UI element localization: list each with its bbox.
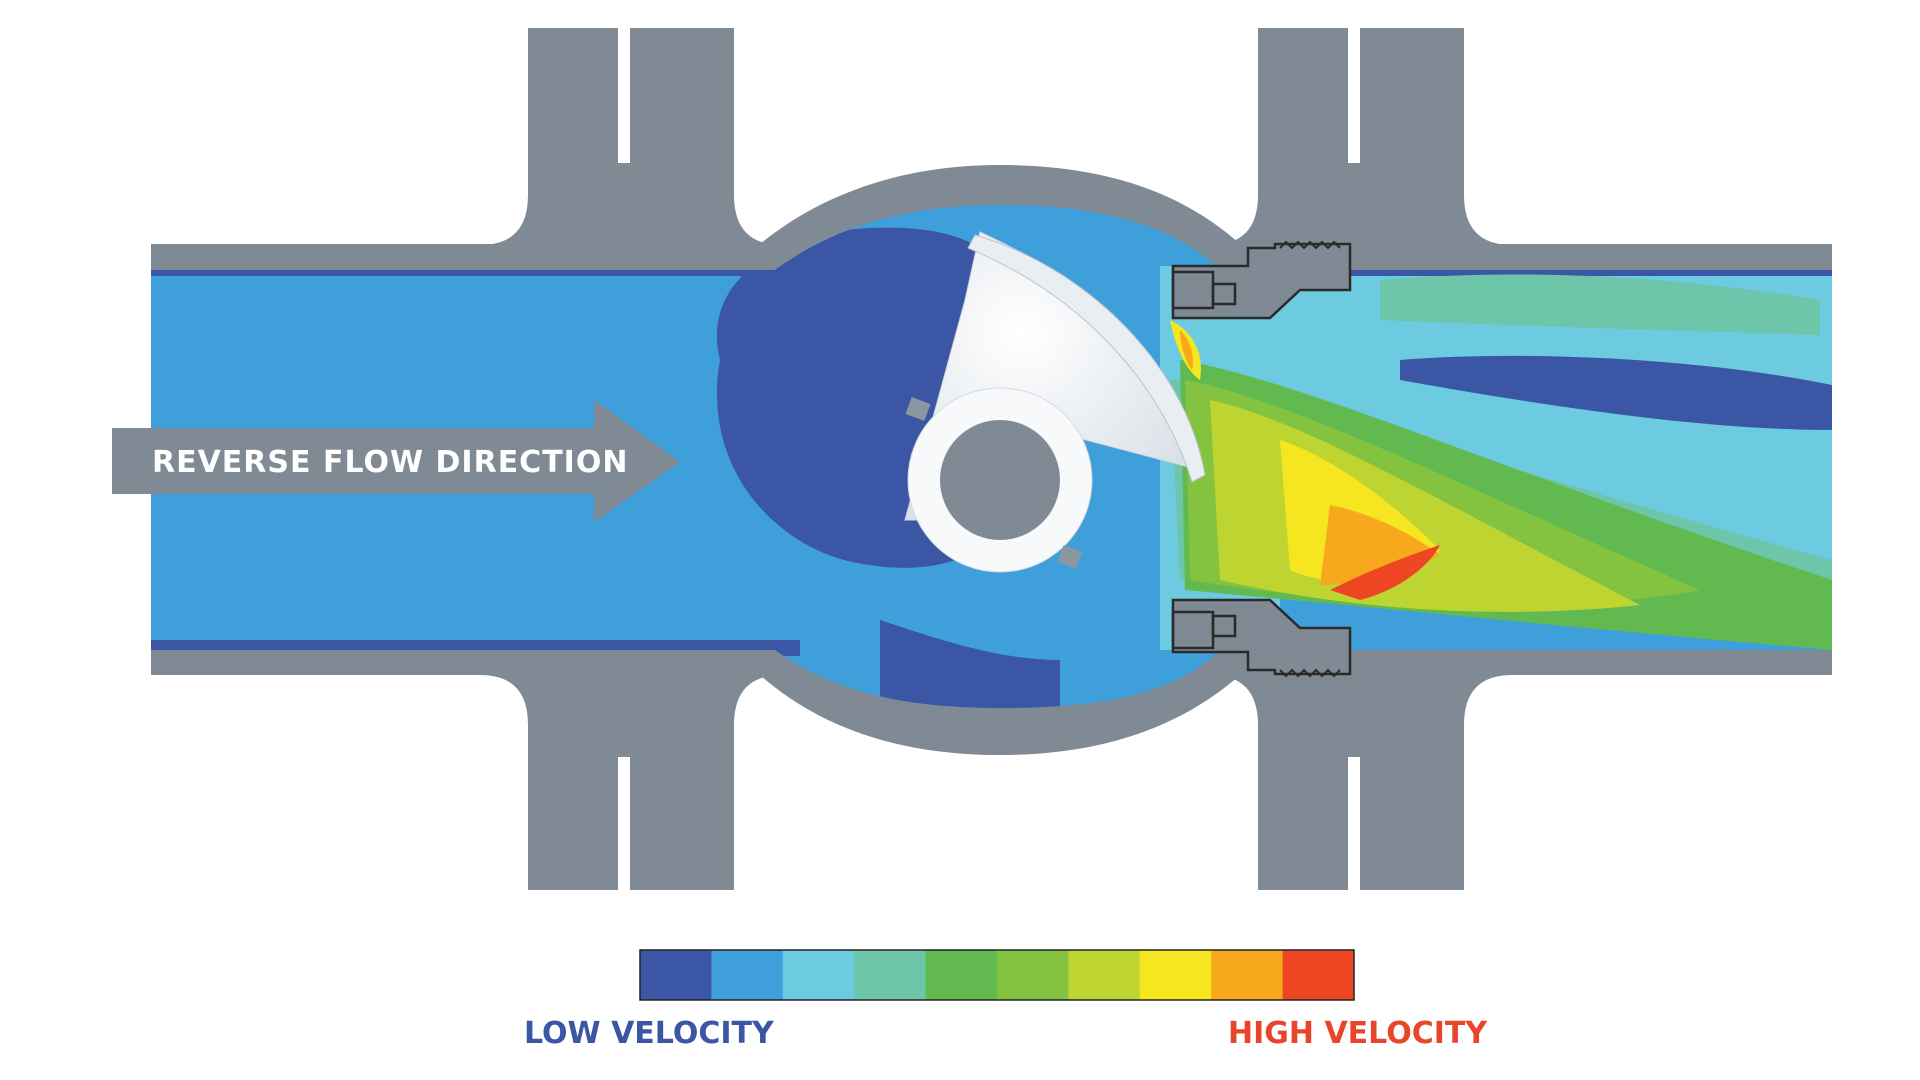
velocity-swatch xyxy=(640,950,712,1000)
velocity-swatch xyxy=(997,950,1069,1000)
flow-direction-label: REVERSE FLOW DIRECTION xyxy=(152,445,628,480)
upper-left-flange xyxy=(528,28,734,253)
lower-left-flange xyxy=(528,665,734,890)
velocity-swatch xyxy=(711,950,784,1000)
low-velocity-label: LOW VELOCITY xyxy=(524,1016,775,1051)
velocity-swatch xyxy=(782,950,855,1000)
flange-slot xyxy=(618,28,630,163)
velocity-swatch xyxy=(1139,950,1212,1000)
lower-right-flange xyxy=(1258,665,1464,890)
valve-seat-upper xyxy=(1171,240,1352,320)
hinge-pin-inner xyxy=(940,420,1060,540)
velocity-swatch xyxy=(854,950,927,1000)
velocity-scale-border xyxy=(639,949,1355,1001)
flow-direction-arrow: REVERSE FLOW DIRECTION xyxy=(112,400,680,522)
upper-right-flange xyxy=(1258,28,1464,253)
check-valve-disc xyxy=(904,231,1206,573)
velocity-swatch xyxy=(1068,950,1141,1000)
flange-slot xyxy=(618,757,630,890)
valve-seat-lower xyxy=(1171,598,1352,678)
high-velocity-label: HIGH VELOCITY xyxy=(1228,1016,1488,1051)
flange-slot xyxy=(1348,757,1360,890)
velocity-swatch xyxy=(1282,950,1355,1000)
flange-slot xyxy=(1348,28,1360,163)
velocity-swatch xyxy=(925,950,998,1000)
velocity-swatch xyxy=(1211,950,1284,1000)
velocity-color-scale xyxy=(640,950,1355,1000)
